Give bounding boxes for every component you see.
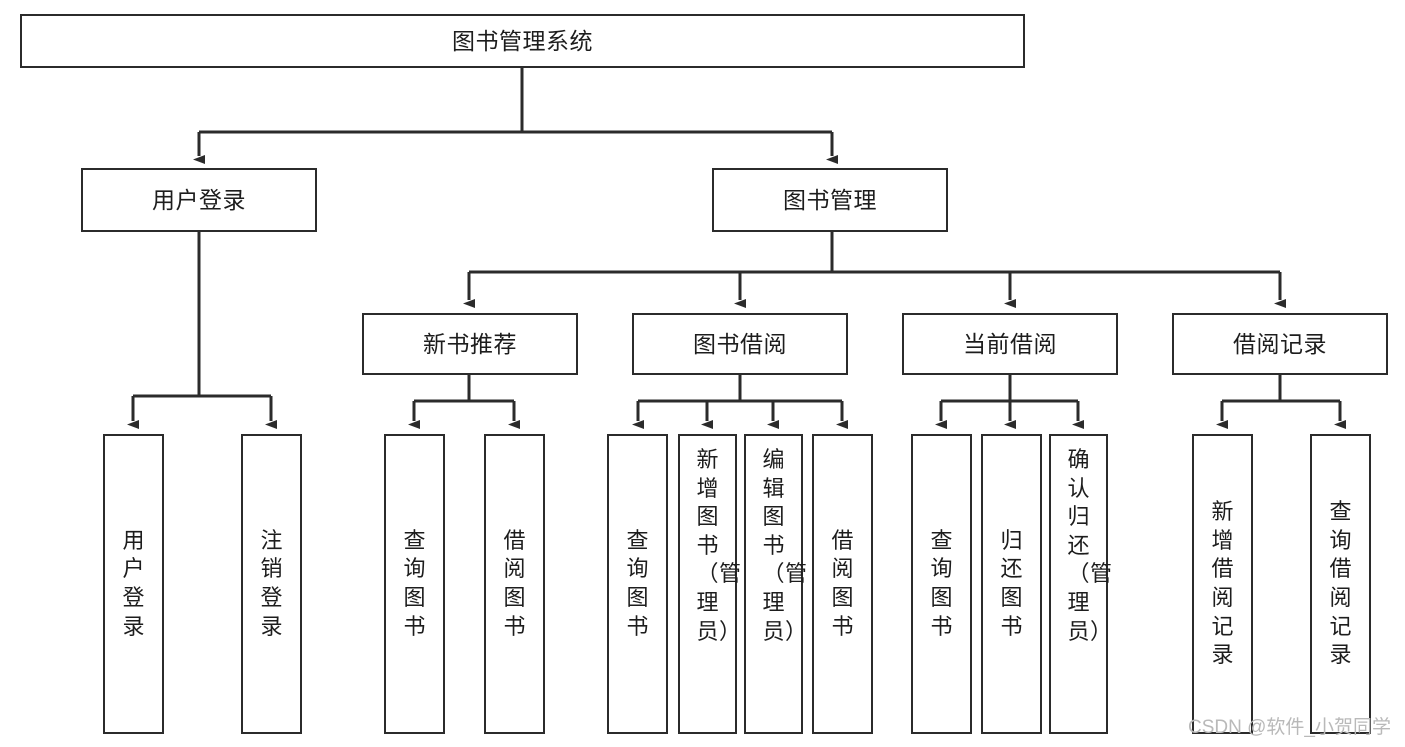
node-new-book-recommend-label: 新书推荐: [423, 330, 517, 357]
leaf-borrow-add-book[interactable]: 新增图书（管理员）: [678, 434, 742, 734]
leaf-record-add-label: 新增借阅记录: [1211, 499, 1235, 668]
node-user-login-label: 用户登录: [152, 186, 246, 213]
node-root[interactable]: 图书管理系统: [20, 14, 1025, 68]
node-book-management-label: 图书管理: [783, 186, 877, 213]
leaf-new-book-query-label: 查询图书: [403, 527, 427, 639]
leaf-new-book-query[interactable]: 查询图书: [384, 434, 445, 734]
node-book-borrow-label: 图书借阅: [693, 330, 787, 357]
leaf-new-book-borrow[interactable]: 借阅图书: [484, 434, 545, 734]
node-borrow-record[interactable]: 借阅记录: [1172, 313, 1388, 375]
node-borrow-record-label: 借阅记录: [1233, 330, 1327, 357]
node-new-book-recommend[interactable]: 新书推荐: [362, 313, 578, 375]
leaf-user-login-signin[interactable]: 用户登录: [103, 434, 164, 734]
leaf-current-query-book[interactable]: 查询图书: [911, 434, 972, 734]
leaf-borrow-borrow-book[interactable]: 借阅图书: [812, 434, 873, 734]
leaf-current-return-book[interactable]: 归还图书: [981, 434, 1042, 734]
leaf-new-book-borrow-label: 借阅图书: [503, 527, 527, 639]
csdn-watermark: CSDN @软件_小贺同学: [1188, 717, 1391, 738]
leaf-borrow-edit-book[interactable]: 编辑图书（管理员）: [744, 434, 808, 734]
node-book-management[interactable]: 图书管理: [712, 168, 948, 232]
leaf-borrow-edit-book-label: 编辑图书（管理员）: [762, 447, 808, 644]
node-root-label: 图书管理系统: [452, 27, 593, 54]
leaf-current-return-book-label: 归还图书: [1000, 527, 1024, 639]
leaf-current-query-book-label: 查询图书: [930, 527, 954, 639]
leaf-record-query-label: 查询借阅记录: [1329, 499, 1353, 668]
leaf-current-confirm-return-label: 确认归还（管理员）: [1067, 447, 1113, 644]
node-current-borrow-label: 当前借阅: [963, 330, 1057, 357]
leaf-borrow-borrow-book-label: 借阅图书: [831, 527, 855, 639]
node-user-login[interactable]: 用户登录: [81, 168, 317, 232]
node-book-borrow[interactable]: 图书借阅: [632, 313, 848, 375]
node-current-borrow[interactable]: 当前借阅: [902, 313, 1118, 375]
leaf-borrow-add-book-label: 新增图书（管理员）: [696, 447, 742, 644]
leaf-current-confirm-return[interactable]: 确认归还（管理员）: [1049, 434, 1113, 734]
leaf-user-login-signout[interactable]: 注销登录: [241, 434, 302, 734]
leaf-user-login-signin-label: 用户登录: [122, 527, 146, 639]
leaf-borrow-query-book[interactable]: 查询图书: [607, 434, 668, 734]
leaf-borrow-query-book-label: 查询图书: [626, 527, 650, 639]
leaf-record-add[interactable]: 新增借阅记录: [1192, 434, 1253, 734]
leaf-user-login-signout-label: 注销登录: [260, 527, 284, 639]
leaf-record-query[interactable]: 查询借阅记录: [1310, 434, 1371, 734]
